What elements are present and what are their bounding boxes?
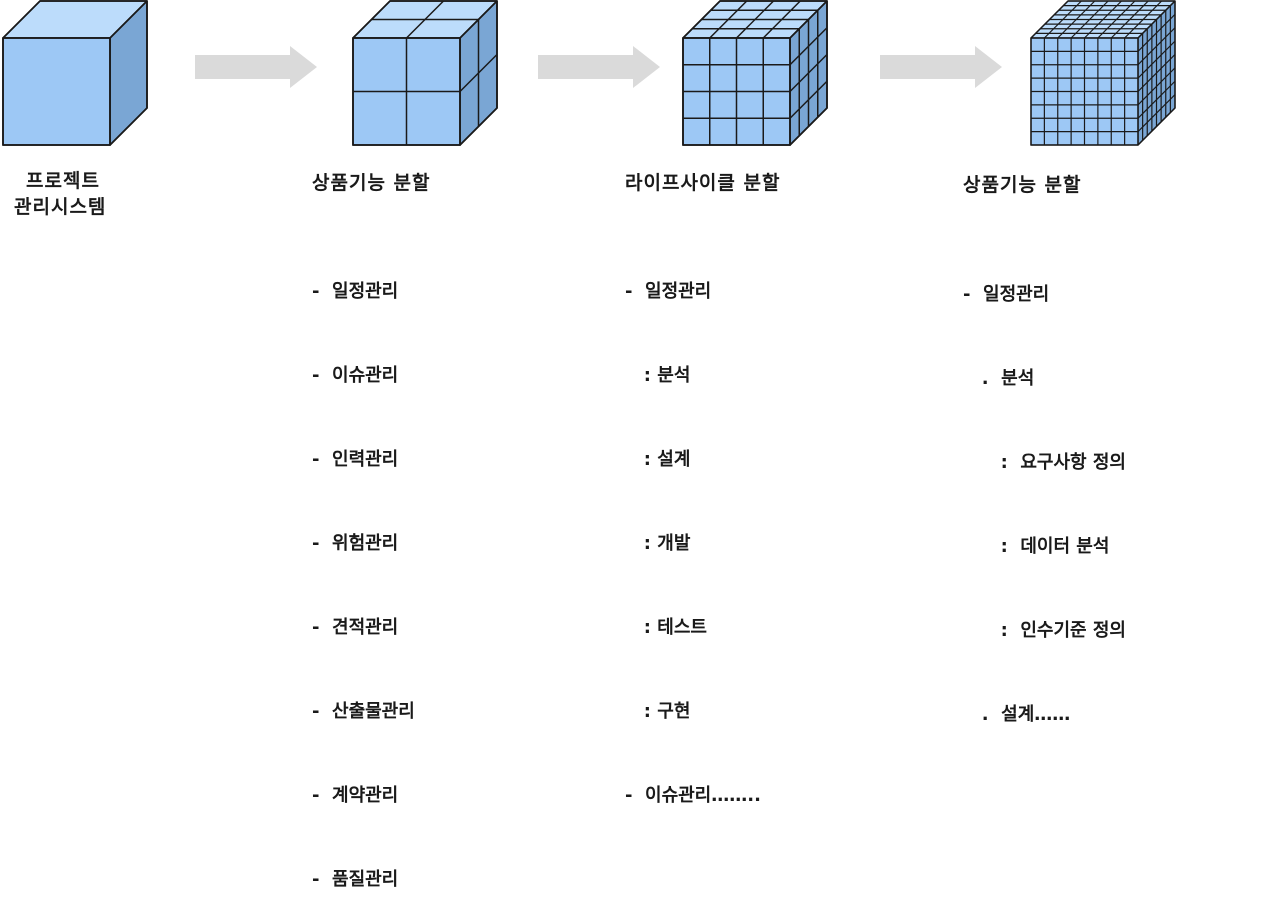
list-item: : 테스트 [625, 617, 707, 638]
cube-grid-line [1110, 0, 1149, 39]
cube-stage-4 [1030, 0, 1176, 146]
cube-grid-line [1097, 0, 1136, 39]
stage-3-list: - 일정관리 : 분석 : 설계 : 개발 : 테스트 : 구현 - 이슈관리…… [625, 222, 761, 838]
cube-grid-line [1137, 94, 1176, 133]
list-item: - 일정관리 [312, 281, 399, 302]
stage-2-list: - 일정관리 - 이슈관리 - 인력관리 - 위험관리 - 견적관리 - 산출물… [312, 222, 415, 920]
list-item: : 데이터 분석 [963, 536, 1110, 557]
stage-3-title: 라이프사이클 분할 [625, 172, 781, 194]
list-item: - 품질관리 [312, 869, 399, 890]
stage-1-title: 프로젝트 관리시스템 [14, 168, 106, 220]
list-item: - 일정관리 [625, 281, 712, 302]
list-item: - 이슈관리…….. [625, 785, 761, 806]
stage-1-title-line-2: 관리시스템 [14, 196, 107, 218]
stage-2-title: 상품기능 분할 [312, 172, 431, 194]
cube-grid-line [762, 0, 801, 39]
stage-4-title: 상품기능 분할 [963, 174, 1082, 196]
cube-grid-line [1137, 80, 1176, 119]
cube-grid-line [1137, 67, 1176, 106]
list-item: - 이슈관리 [312, 365, 399, 386]
list-item: : 요구사항 정의 [963, 452, 1126, 473]
cube-front-face [2, 37, 111, 146]
list-item: : 구현 [625, 701, 691, 722]
list-item: - 견적관리 [312, 617, 399, 638]
list-item: - 산출물관리 [312, 701, 415, 722]
stage-4-list: - 일정관리 . 분석 : 요구사항 정의 : 데이터 분석 : 인수기준 정의… [963, 225, 1126, 757]
cube-grid-line [789, 80, 828, 119]
list-item: - 계약관리 [312, 785, 399, 806]
cube-stage-1 [2, 0, 148, 146]
list-item: . 설계…… [963, 704, 1071, 725]
arrow-1 [195, 46, 317, 88]
list-item: : 인수기준 정의 [963, 620, 1126, 641]
cube-grid-line [1124, 0, 1163, 39]
list-item: : 설계 [625, 449, 691, 470]
list-item: - 인력관리 [312, 449, 399, 470]
arrow-3 [880, 46, 1002, 88]
list-item: - 위험관리 [312, 533, 399, 554]
stage-1-title-line-1: 프로젝트 [26, 170, 100, 192]
list-item: : 개발 [625, 533, 691, 554]
list-item: - 일정관리 [963, 284, 1050, 305]
arrow-2 [538, 46, 660, 88]
cube-stage-3 [682, 0, 828, 146]
list-item: . 분석 [963, 368, 1035, 389]
cube-stage-2 [352, 0, 498, 146]
list-item: : 분석 [625, 365, 691, 386]
